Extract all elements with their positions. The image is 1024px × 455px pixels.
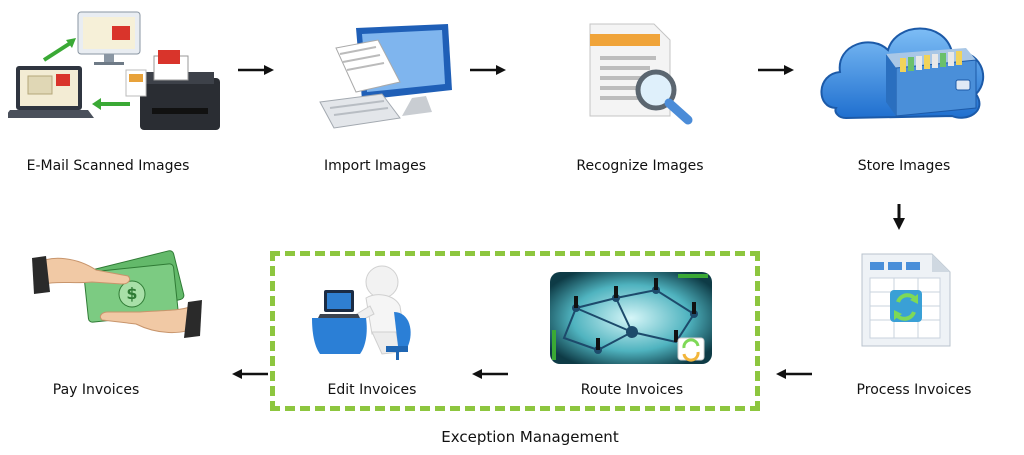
step-label-edit: Edit Invoices	[327, 382, 417, 398]
step-label-process: Process Invoices	[856, 382, 972, 398]
step-label-route: Route Invoices	[580, 382, 684, 398]
step-label-import: Import Images	[323, 158, 427, 174]
exception-management-box	[270, 251, 760, 411]
pay-invoices-money-hands-icon: $	[32, 250, 202, 338]
step-label-pay: Pay Invoices	[52, 382, 140, 398]
import-images-icon	[319, 24, 452, 129]
arrow-left-icon	[472, 369, 508, 379]
arrow-down-icon	[893, 204, 905, 230]
arrow-right-icon	[758, 65, 794, 75]
step-label-store: Store Images	[857, 158, 951, 174]
arrow-right-icon	[238, 65, 274, 75]
arrow-right-icon	[470, 65, 506, 75]
process-invoices-icon	[861, 253, 951, 347]
svg-text:$: $	[126, 284, 137, 303]
edit-invoices-person-icon	[312, 265, 411, 360]
store-images-cloud-icon	[820, 27, 985, 120]
email-scanned-images-icon	[8, 11, 220, 130]
recognize-images-icon	[589, 23, 693, 125]
arrow-left-icon	[776, 369, 812, 379]
step-label-email: E-Mail Scanned Images	[26, 158, 190, 174]
step-label-recognize: Recognize Images	[576, 158, 704, 174]
arrow-left-icon	[232, 369, 268, 379]
route-invoices-network-icon	[550, 272, 712, 364]
exception-management-label: Exception Management	[441, 428, 619, 446]
